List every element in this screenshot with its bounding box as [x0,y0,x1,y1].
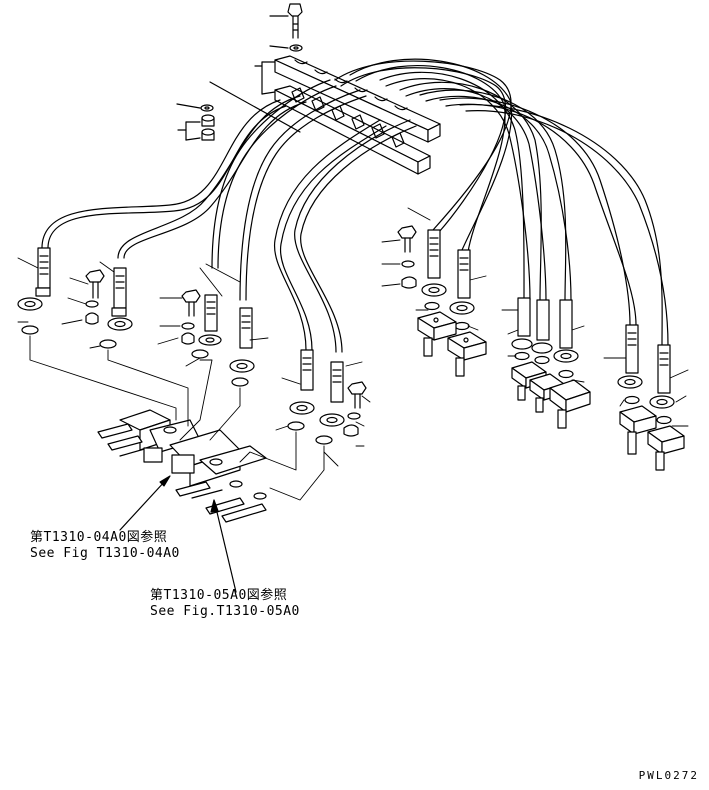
valve-blocks [97,409,267,523]
bolt-d [397,225,417,253]
fitting-12 [617,324,643,389]
bolt-c [347,381,367,409]
ref-label-1-ja: 第T1310-04A0図参照 [30,530,168,545]
fitting-3 [198,294,222,346]
fitting-10 [531,299,553,354]
fitting-2 [107,267,133,331]
fitting-9 [511,297,533,350]
washer-nut-group [176,81,301,141]
fitting-1 [17,247,51,311]
drawing-id: PWL0272 [638,769,699,782]
top-bolt [269,3,303,52]
ref-arrow-04A0 [119,475,171,531]
bolt-a [85,269,105,299]
fitting-4 [229,307,255,373]
fitting-11 [553,299,579,363]
ref-label-2: 第T1310-05A0図参照 See Fig.T1310-05A0 [150,588,300,620]
bolt-b [181,289,201,317]
bolts-and-washers [21,225,672,445]
clamp-bar-lower [274,85,431,175]
fitting-13 [649,344,675,409]
fitting-6 [319,361,345,427]
ref-label-2-ja: 第T1310-05A0図参照 [150,588,288,603]
hose-fittings [17,229,675,427]
ref-label-1-en: See Fig T1310-04A0 [30,546,180,561]
fitting-8 [449,249,475,315]
ref-label-2-en: See Fig.T1310-05A0 [150,604,300,619]
leader-lines [17,207,689,501]
ref-arrow-05A0 [210,499,237,593]
ref-label-1: 第T1310-04A0図参照 See Fig T1310-04A0 [30,530,180,562]
hose-lines [41,58,669,353]
fitting-5 [289,349,315,415]
port-blocks [417,311,685,471]
fitting-7 [421,229,447,297]
